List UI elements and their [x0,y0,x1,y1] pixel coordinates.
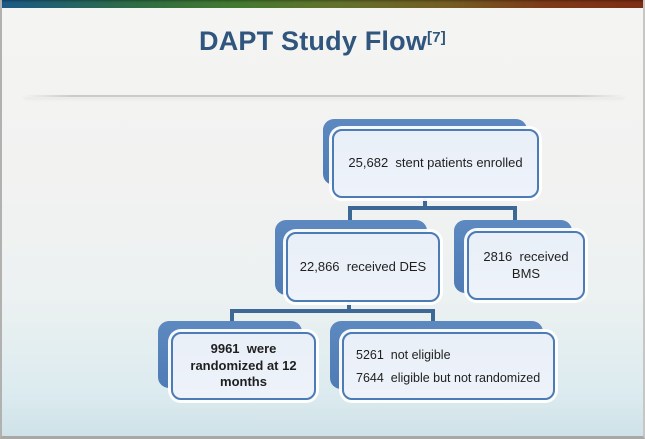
flow-node-received-bms-label: 2816 received BMS [483,248,573,281]
flow-node-received-des-box: 22,866 received DES [286,232,440,302]
connector-des-branch [230,309,435,313]
connector-to-bms [513,206,517,223]
flow-node-received-bms-box: 2816 received BMS [467,231,585,300]
flow-node-randomized: 9961 were randomized at 12 months [158,321,316,400]
connector-des-stem [347,300,351,312]
page-title: DAPT Study Flow[7] [2,26,643,57]
flow-node-not-randomized-labels: 5261 not eligible 7644 eligible but not … [344,348,540,385]
flow-node-randomized-label: 9961 were randomized at 12 months [190,340,301,390]
connector-to-des [348,206,352,223]
flow-node-received-bms: 2816 received BMS [454,220,585,300]
flow-node-received-des-label: 22,866 received DES [299,258,427,274]
connector-enrolled-branch [348,206,517,210]
flow-node-enrolled: 25,682 stent patients enrolled [323,119,539,198]
flow-node-received-des: 22,866 received DES [275,220,440,302]
flow-node-not-eligible-line: 5261 not eligible [356,347,451,362]
flow-node-randomized-box: 9961 were randomized at 12 months [171,332,316,400]
connector-to-not-randomized [431,309,435,324]
page-title-text: DAPT Study Flow [199,26,428,56]
flow-node-enrolled-box: 25,682 stent patients enrolled [332,129,539,198]
flow-node-enrolled-label: 25,682 stent patients enrolled [348,155,523,171]
slide-accent-bar [2,0,643,8]
connector-to-randomized [230,309,234,324]
flow-node-not-randomized: 5261 not eligible 7644 eligible but not … [330,321,555,400]
flow-node-eligible-not-randomized-line: 7644 eligible but not randomized [356,370,541,385]
connector-enrolled-stem [423,196,427,209]
flow-node-not-randomized-box: 5261 not eligible 7644 eligible but not … [342,332,555,400]
title-divider [24,95,624,97]
title-reference-superscript: [7] [427,29,446,46]
